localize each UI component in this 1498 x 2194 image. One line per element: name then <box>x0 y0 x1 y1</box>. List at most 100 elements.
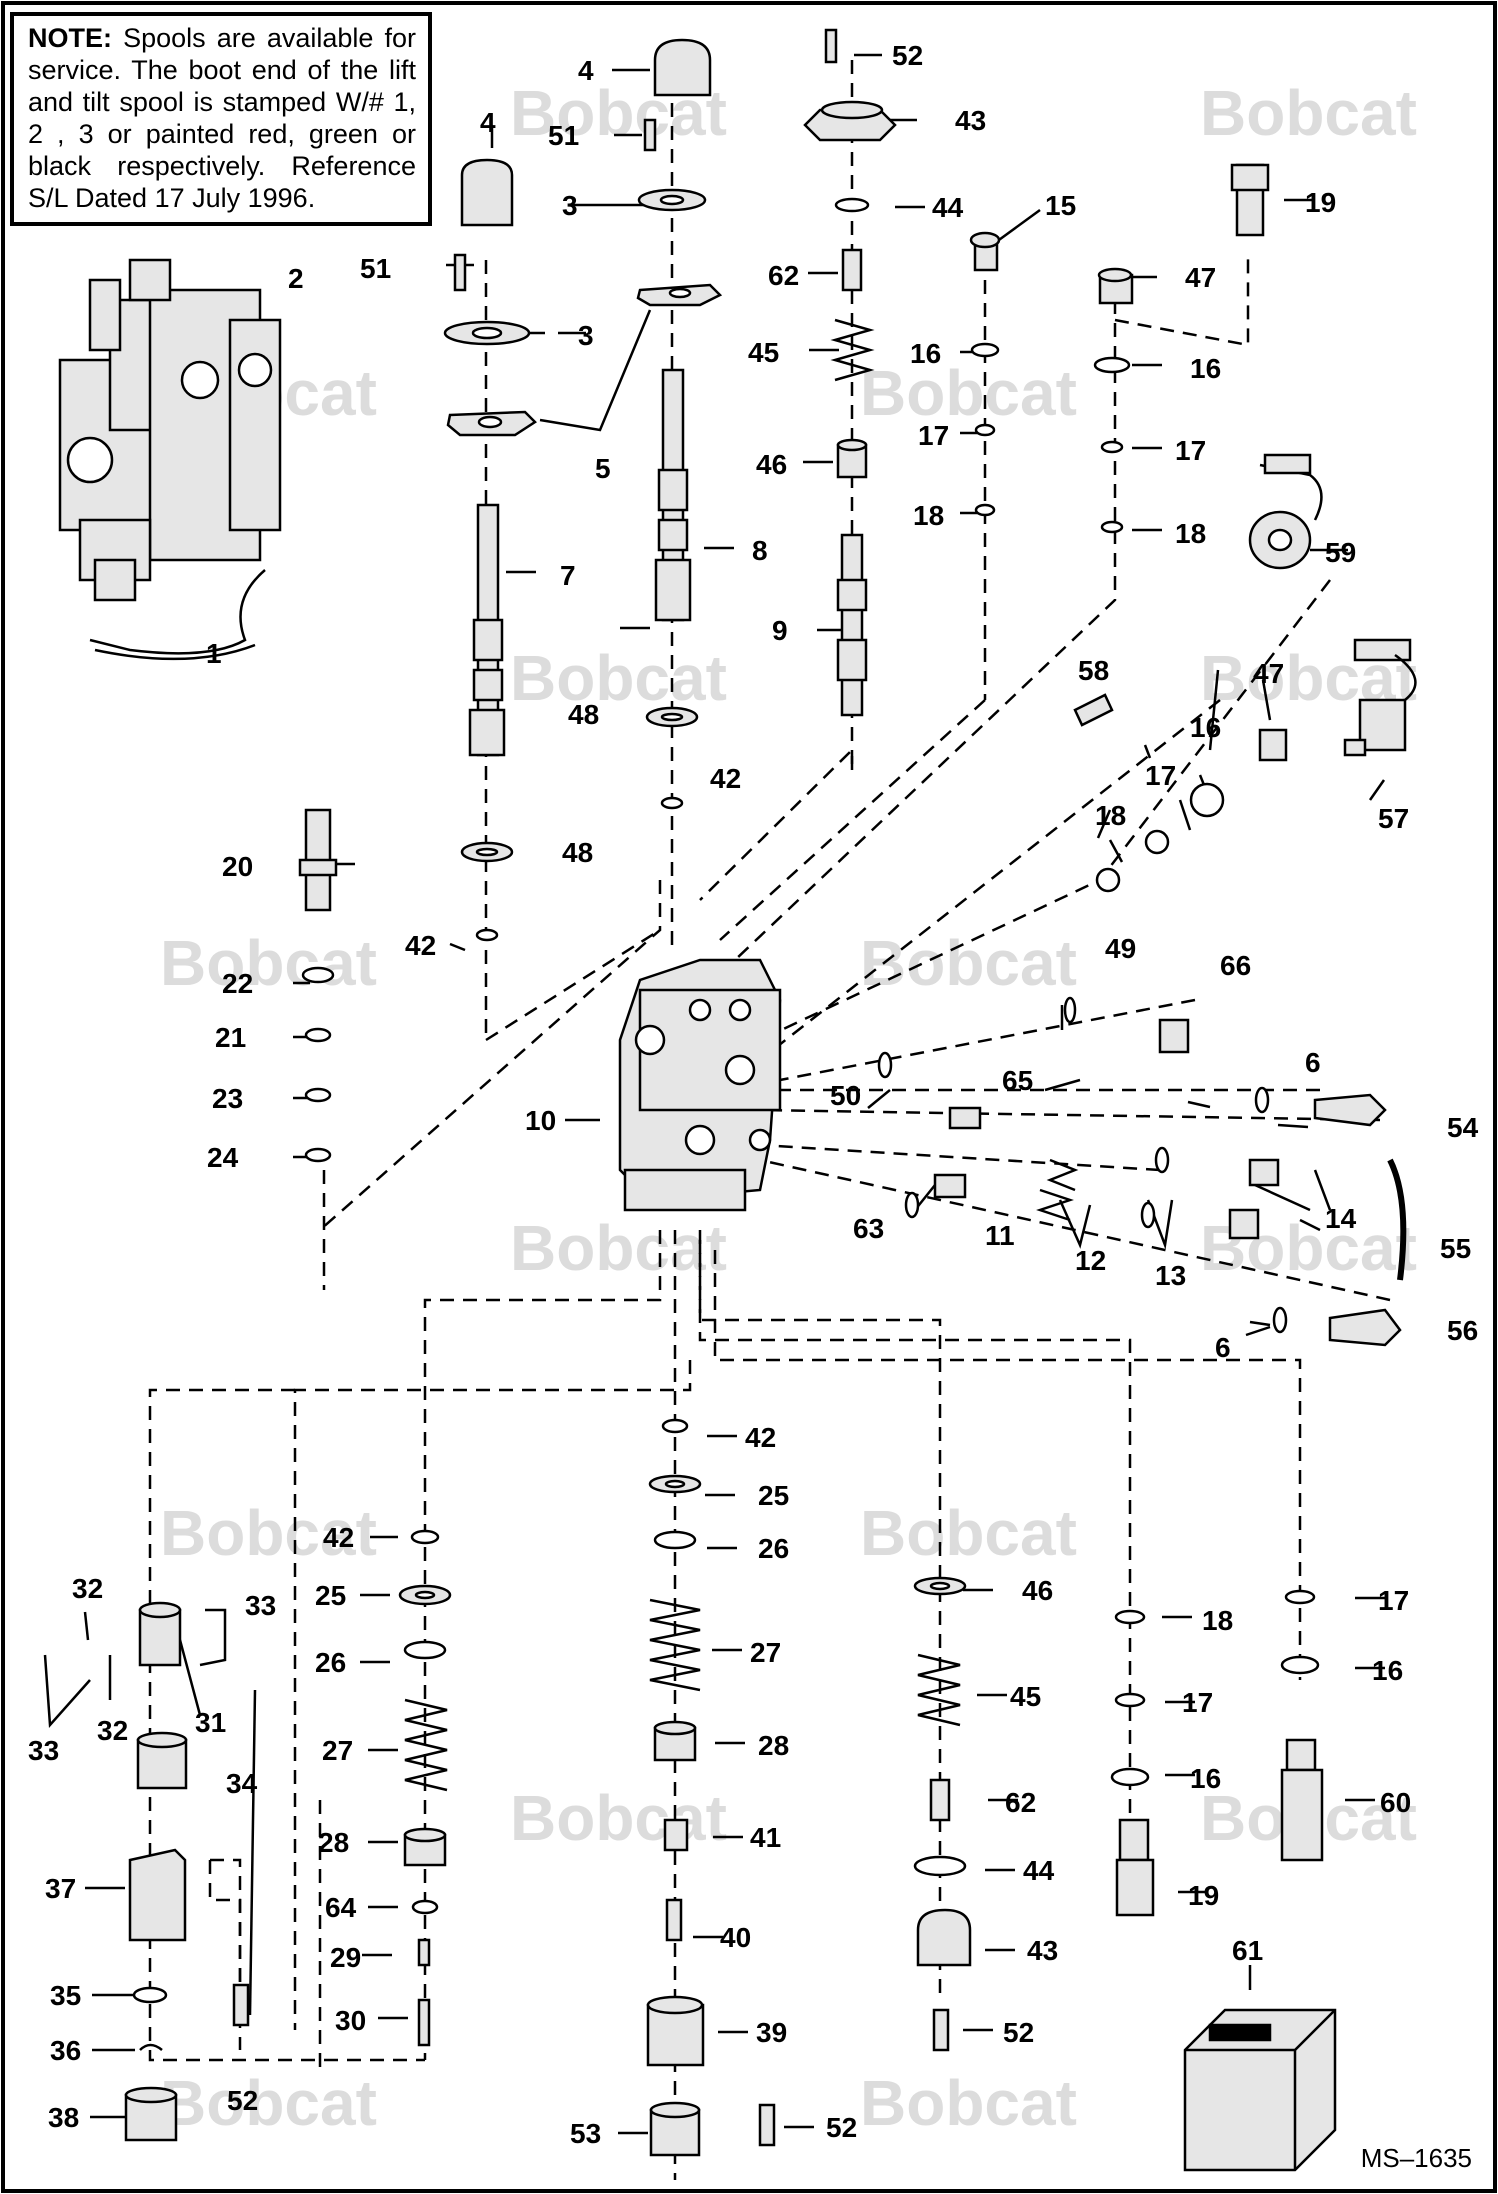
watermark-text: Bobcat <box>510 642 727 714</box>
callout-21: 21 <box>215 1022 246 1053</box>
callout-28: 28 <box>758 1730 789 1761</box>
callout-20: 20 <box>222 851 253 882</box>
callout-2: 2 <box>288 263 304 294</box>
callout-47: 47 <box>1185 262 1216 293</box>
callout-14: 14 <box>1325 1203 1357 1234</box>
callout-16: 16 <box>1190 712 1221 743</box>
callout-3: 3 <box>562 190 578 221</box>
callout-labels: 1 2 3 3 4 4 5 6 6 7 8 9 10 11 12 13 14 1… <box>28 40 1479 2149</box>
callout-44: 44 <box>932 192 964 223</box>
callout-54: 54 <box>1447 1112 1479 1143</box>
callout-52: 52 <box>826 2112 857 2143</box>
callout-51: 51 <box>360 253 391 284</box>
parts <box>58 28 1417 2172</box>
callout-10: 10 <box>525 1105 556 1136</box>
boot-cap <box>460 158 514 227</box>
callout-64: 64 <box>325 1892 357 1923</box>
callout-6: 6 <box>1215 1332 1231 1363</box>
callout-18: 18 <box>913 500 944 531</box>
callout-30: 30 <box>335 2005 366 2036</box>
callout-59: 59 <box>1325 537 1356 568</box>
callout-61: 61 <box>1232 1935 1263 1966</box>
callout-62: 62 <box>768 260 799 291</box>
callout-19: 19 <box>1188 1880 1219 1911</box>
watermark-text: Bobcat <box>510 1782 727 1854</box>
callout-26: 26 <box>758 1533 789 1564</box>
note-text: Spools are available for service. The bo… <box>28 23 416 213</box>
callout-17: 17 <box>1175 435 1206 466</box>
control-valve-assembly <box>58 258 282 661</box>
callout-46: 46 <box>756 449 787 480</box>
service-note: NOTE: Spools are available for service. … <box>10 12 432 226</box>
callout-52: 52 <box>892 40 923 71</box>
callout-12: 12 <box>1075 1245 1106 1276</box>
callout-23: 23 <box>212 1083 243 1114</box>
watermark-text: Bobcat <box>160 927 377 999</box>
callout-39: 39 <box>756 2017 787 2048</box>
callout-56: 56 <box>1447 1315 1478 1346</box>
callout-8: 8 <box>752 535 768 566</box>
watermark-text: Bobcat <box>860 357 1077 429</box>
callout-58: 58 <box>1078 655 1109 686</box>
callout-17: 17 <box>1378 1585 1409 1616</box>
callout-52: 52 <box>1003 2017 1034 2048</box>
callout-37: 37 <box>45 1873 76 1904</box>
callout-46: 46 <box>1022 1575 1053 1606</box>
watermark-layer: Bobcat Bobcat Bobcat Bobcat Bobcat Bobca… <box>160 77 1417 2139</box>
callout-32: 32 <box>72 1573 103 1604</box>
callout-28: 28 <box>318 1827 349 1858</box>
callout-16: 16 <box>1190 353 1221 384</box>
callout-24: 24 <box>207 1142 239 1173</box>
callout-66: 66 <box>1220 950 1251 981</box>
callout-19: 19 <box>1305 187 1336 218</box>
callout-52: 52 <box>227 2085 258 2116</box>
callout-27: 27 <box>750 1637 781 1668</box>
callout-11: 11 <box>985 1220 1015 1251</box>
callout-17: 17 <box>918 420 949 451</box>
callout-17: 17 <box>1145 760 1176 791</box>
callout-48: 48 <box>568 699 599 730</box>
callout-26: 26 <box>315 1647 346 1678</box>
callout-53: 53 <box>570 2118 601 2149</box>
callout-27: 27 <box>322 1735 353 1766</box>
callout-4: 4 <box>480 107 496 138</box>
boot-cap <box>653 38 712 97</box>
callout-63: 63 <box>853 1213 884 1244</box>
callout-51: 51 <box>548 120 579 151</box>
callout-18: 18 <box>1175 518 1206 549</box>
callout-50: 50 <box>830 1080 861 1111</box>
callout-42: 42 <box>405 930 436 961</box>
callout-18: 18 <box>1095 800 1126 831</box>
callout-42: 42 <box>745 1422 776 1453</box>
callout-44: 44 <box>1023 1855 1055 1886</box>
callout-18: 18 <box>1202 1605 1233 1636</box>
callout-16: 16 <box>1372 1655 1403 1686</box>
callout-4: 4 <box>578 55 594 86</box>
callout-45: 45 <box>1010 1681 1041 1712</box>
callout-1: 1 <box>206 638 222 669</box>
figure-id: MS–1635 <box>1360 2143 1472 2173</box>
callout-60: 60 <box>1380 1787 1411 1818</box>
callout-6: 6 <box>1305 1047 1321 1078</box>
callout-29: 29 <box>330 1942 361 1973</box>
callout-34: 34 <box>226 1768 258 1799</box>
callout-43: 43 <box>1027 1935 1058 1966</box>
watermark-text: Bobcat <box>860 1497 1077 1569</box>
callout-3: 3 <box>578 320 594 351</box>
callout-15: 15 <box>1045 190 1076 221</box>
callout-25: 25 <box>758 1480 789 1511</box>
callout-40: 40 <box>720 1922 751 1953</box>
callout-7: 7 <box>560 560 576 591</box>
callout-16: 16 <box>910 338 941 369</box>
callout-42: 42 <box>710 763 741 794</box>
callout-9: 9 <box>772 615 788 646</box>
watermark-text: Bobcat <box>860 2067 1077 2139</box>
callout-31: 31 <box>195 1707 226 1738</box>
callout-22: 22 <box>222 968 253 999</box>
note-label: NOTE: <box>28 23 112 53</box>
callout-5: 5 <box>595 453 611 484</box>
callout-17: 17 <box>1182 1687 1213 1718</box>
watermark-text: Bobcat <box>160 1497 377 1569</box>
watermark-text: Bobcat <box>510 1212 727 1284</box>
